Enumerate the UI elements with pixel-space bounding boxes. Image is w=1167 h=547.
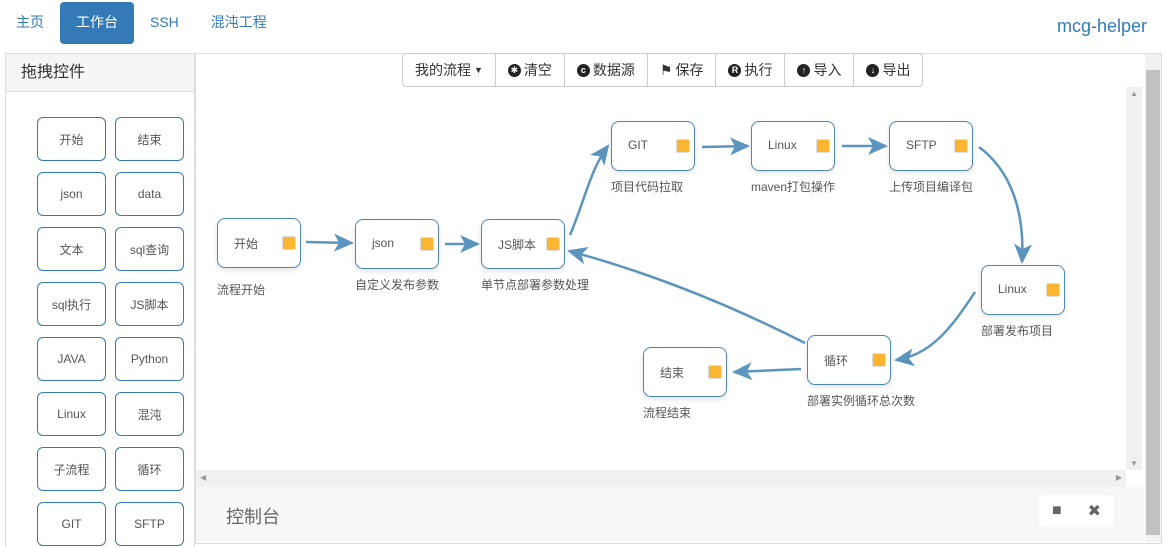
flow-node[interactable]: 开始 [217,218,301,268]
node-title: JS脚本 [498,238,537,252]
copyright-icon: c [576,63,590,77]
tool-item[interactable]: 文本 [37,227,106,271]
tool-item[interactable]: 开始 [37,117,106,161]
tool-item[interactable]: json [37,172,106,216]
clear-button[interactable]: ✱清空 [494,54,564,86]
sidebar-title: 拖拽控件 [6,54,194,92]
console-panel: 控制台 ■ ✖ [196,487,1144,542]
node-label: maven打包操作 [751,180,836,194]
tool-item[interactable]: JAVA [37,337,106,381]
node-label: 流程开始 [217,283,266,297]
node-label: 流程结束 [643,406,692,420]
nav-chaos[interactable]: 混沌工程 [210,14,267,30]
node-title: SFTP [906,138,937,152]
edge [567,246,806,345]
tool-item[interactable]: 循环 [115,447,184,491]
edge [894,291,977,367]
flow-node[interactable]: Linux [751,121,835,171]
import-label: 导入 [813,62,842,78]
flow-node[interactable]: JS脚本 [481,219,565,269]
tool-item[interactable]: sql查询 [115,227,184,271]
flow-node[interactable]: json [355,219,439,269]
save-label: 保存 [675,62,704,78]
execute-label: 执行 [744,62,773,78]
close-icon[interactable]: ✖ [1087,503,1101,520]
edge [978,145,1033,264]
datasource-label: 数据源 [592,62,635,78]
arrow-down-circle-icon: ↓ [866,63,880,77]
canvas-vertical-scrollbar[interactable]: ▲▼ [1126,87,1142,470]
nav-workbench[interactable]: 工作台 [60,2,134,44]
node-label: 上传项目编译包 [889,180,974,194]
flag-check-icon: ⚑ [659,62,673,78]
node-title: 循环 [824,354,849,368]
registered-icon: R [728,63,742,77]
clear-label: 清空 [523,62,552,78]
sidebar: 拖拽控件 [5,53,195,547]
tool-item[interactable]: GIT [37,502,106,546]
page-scrollbar-thumb[interactable] [1146,70,1160,535]
tool-item[interactable]: 子流程 [37,447,106,491]
node-title: 开始 [234,237,259,251]
tool-item[interactable]: JS脚本 [115,282,184,326]
flow-node[interactable]: 循环 [807,335,891,385]
flow-node[interactable]: GIT [611,121,695,171]
nav-home[interactable]: 主页 [16,14,44,30]
node-port[interactable] [1046,283,1060,297]
node-label: 部署实例循环总次数 [807,394,916,408]
node-title: Linux [768,138,797,152]
tool-item[interactable]: sql执行 [37,282,106,326]
import-button[interactable]: ↑导入 [784,54,853,86]
node-port[interactable] [676,139,690,153]
node-label: 单节点部署参数处理 [481,278,590,292]
export-button[interactable]: ↓导出 [853,54,922,86]
edge [732,362,802,381]
node-port[interactable] [872,353,886,367]
node-port[interactable] [420,237,434,251]
node-label: 部署发布项目 [981,324,1054,338]
save-button[interactable]: ⚑保存 [646,54,716,86]
node-title: GIT [628,138,648,152]
tool-item[interactable]: 结束 [115,117,184,161]
node-label: 项目代码拉取 [611,180,684,194]
clear-icon: ✱ [507,63,521,77]
brand[interactable]: mcg-helper [1056,16,1147,36]
console-title: 控制台 [226,507,280,527]
arrow-up-circle-icon: ↑ [797,63,811,77]
edge [305,233,354,252]
tool-item[interactable]: 混沌 [115,392,184,436]
tool-item[interactable]: data [115,172,184,216]
node-title: 结束 [660,366,685,380]
edge [701,137,750,156]
top-nav: 主页 工作台 SSH 混沌工程 [0,0,283,44]
node-title: json [372,236,395,250]
tool-item[interactable]: Linux [37,392,106,436]
node-label: 自定义发布参数 [355,278,440,292]
nav-ssh[interactable]: SSH [150,14,179,30]
my-flow-dropdown[interactable]: 我的流程▼ [403,54,495,86]
caret-down-icon: ▼ [474,65,483,75]
tool-item[interactable]: SFTP [115,502,184,546]
node-title: Linux [998,282,1027,296]
node-port[interactable] [816,139,830,153]
edge [568,144,610,236]
my-flow-label: 我的流程 [415,62,471,78]
node-port[interactable] [954,139,968,153]
flow-node[interactable]: 结束 [643,347,727,397]
flow-node[interactable]: SFTP [889,121,973,171]
canvas-horizontal-scrollbar[interactable]: ◀▶ [196,470,1126,487]
flow-node[interactable]: Linux [981,265,1065,315]
tool-item[interactable]: Python [115,337,184,381]
node-port[interactable] [708,365,722,379]
export-label: 导出 [882,62,911,78]
stop-icon[interactable]: ■ [1051,502,1062,519]
node-port[interactable] [546,237,560,251]
node-port[interactable] [282,236,296,250]
